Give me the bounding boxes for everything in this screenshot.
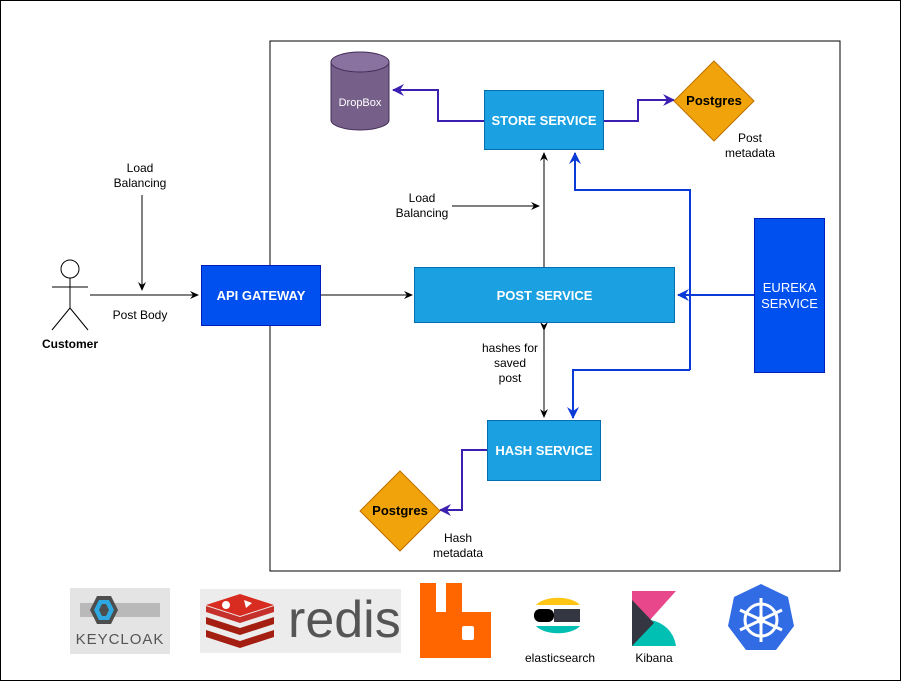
hash-to-postgres-arrow <box>439 449 487 516</box>
postgres-hash-diamond <box>359 470 441 552</box>
keycloak-logo <box>70 588 170 654</box>
postgres-store-label: Postgres <box>686 93 742 108</box>
customer-actor-icon <box>51 259 89 331</box>
postgres-hash-label: Postgres <box>372 503 428 518</box>
eureka-service-label: EUREKA SERVICE <box>761 279 818 311</box>
dropbox-database-icon <box>330 51 390 131</box>
kibana-logo-icon <box>632 591 676 646</box>
postgres-store-diamond <box>673 60 755 142</box>
store-to-dropbox-arrow <box>392 84 484 122</box>
hashes-saved-post-label: hashes for saved post <box>481 341 539 385</box>
keycloak-logo-text: KEYCLOAK <box>75 631 165 648</box>
store-service-label: STORE SERVICE <box>491 112 597 128</box>
elasticsearch-logo-icon <box>534 597 580 634</box>
kibana-logo-text: Kibana <box>635 651 673 665</box>
customer-label: Customer <box>41 337 98 351</box>
hash-service-node[interactable]: HASH SERVICE <box>487 420 601 481</box>
api-gateway-label: API GATEWAY <box>216 288 306 303</box>
load-balancing-label-1: Load Balancing <box>113 161 167 190</box>
eureka-to-hash-arrow <box>567 369 690 419</box>
store-to-postgres-arrow <box>604 94 675 122</box>
store-service-node[interactable]: STORE SERVICE <box>484 90 604 150</box>
post-metadata-label: Post metadata <box>724 131 776 160</box>
elasticsearch-logo-text: elasticsearch <box>524 651 596 665</box>
redis-logo <box>200 589 401 653</box>
hash-metadata-label: Hash metadata <box>432 531 484 560</box>
post-service-node[interactable]: POST SERVICE <box>414 267 675 323</box>
redis-logo-text: redis <box>288 591 401 649</box>
hash-service-label: HASH SERVICE <box>495 443 593 458</box>
post-body-label: Post Body <box>112 308 168 322</box>
load-balancing-label-2: Load Balancing <box>395 191 449 220</box>
post-service-label: POST SERVICE <box>496 287 593 303</box>
kubernetes-logo <box>728 584 794 650</box>
rabbitmq-logo <box>420 583 491 658</box>
eureka-to-store-arrow <box>569 152 691 370</box>
dropbox-label: DropBox <box>338 97 382 109</box>
eureka-service-node[interactable]: EUREKA SERVICE <box>754 218 825 373</box>
api-gateway-node[interactable]: API GATEWAY <box>201 265 321 326</box>
